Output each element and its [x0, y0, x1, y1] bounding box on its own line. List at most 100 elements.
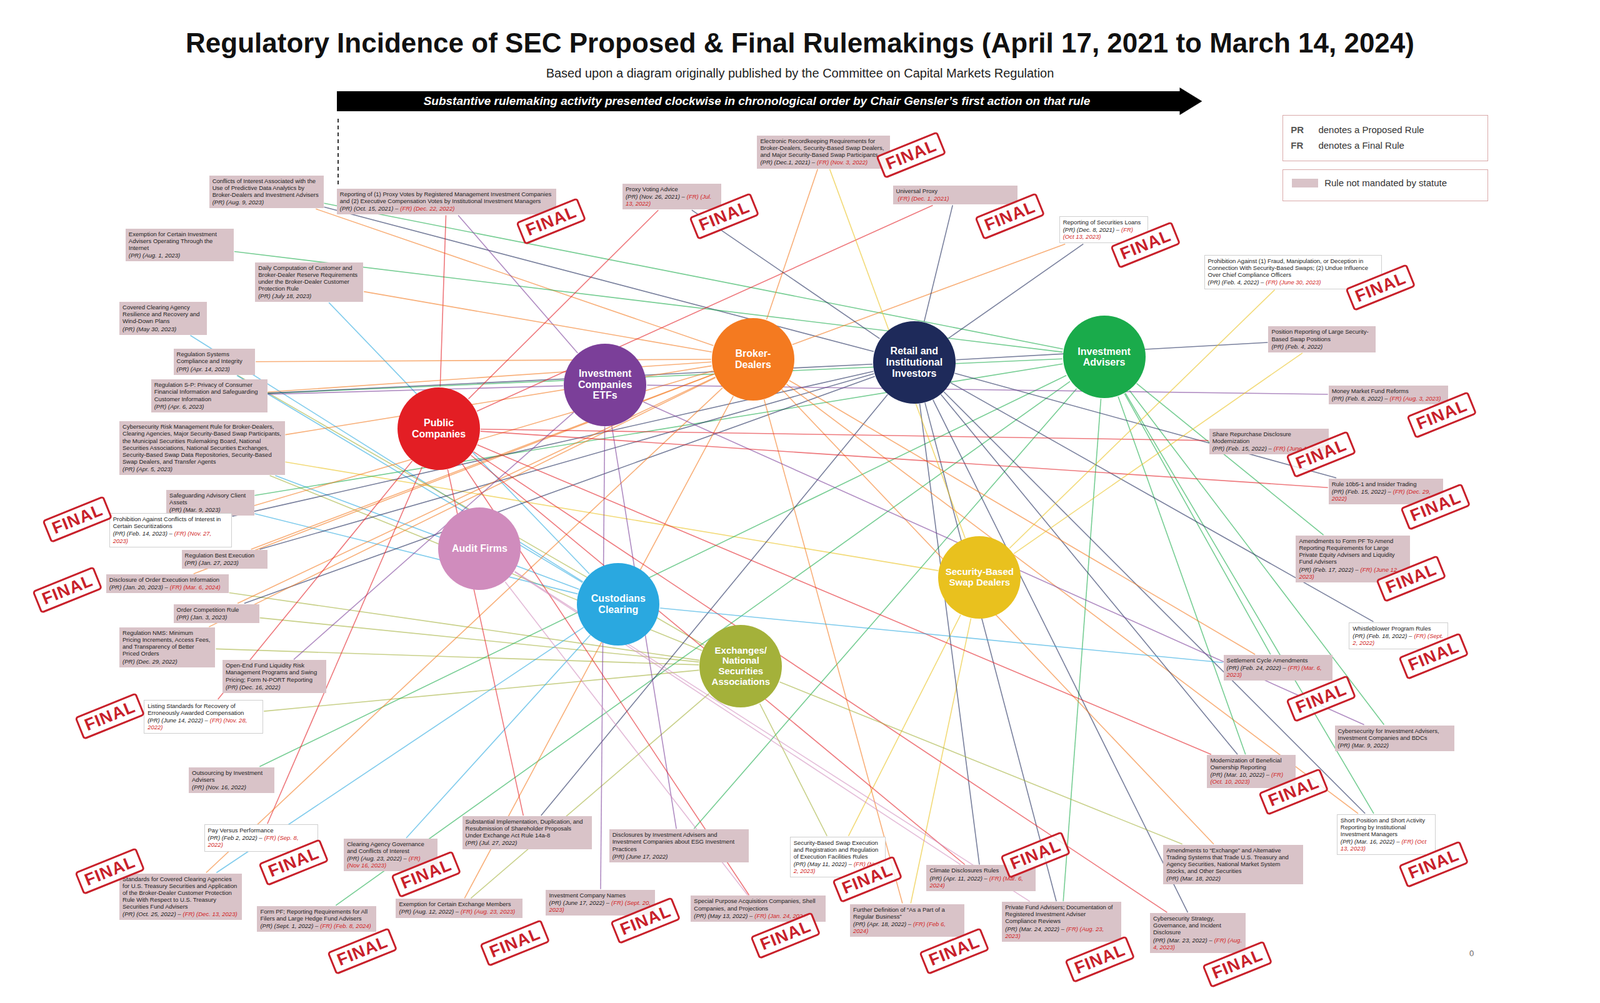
rule-title: Covered Clearing Agency Resilience and R…	[122, 303, 204, 325]
proposed-date: (PR) (Aug. 12, 2022) –	[398, 908, 459, 915]
proposed-date: (PR) (Feb. 18, 2022) –	[1352, 632, 1412, 640]
rule-title: Short Position and Short Activity Report…	[1340, 816, 1432, 838]
rule-box: Safeguarding Advisory Client Assets(PR) …	[166, 490, 254, 516]
rule-box: Regulation Systems Compliance and Integr…	[173, 348, 256, 375]
connector	[789, 380, 1256, 655]
rule-title: Share Repurchase Disclosure Modernizatio…	[1212, 430, 1326, 445]
rule-box: Conflicts of Interest Associated with th…	[209, 175, 324, 209]
rule-dates: (FR) (Dec. 1, 2021)	[896, 195, 1015, 202]
connector	[786, 384, 1359, 814]
connector	[285, 461, 939, 571]
rule-box: Disclosures by Investment Advisers and I…	[609, 829, 750, 862]
stakeholder-circle: Public Companies	[397, 387, 480, 470]
proposed-date: (PR) (May 30, 2023)	[122, 325, 177, 333]
rule-title: Money Market Fund Reforms	[1331, 387, 1445, 395]
connector	[285, 365, 712, 435]
connector	[941, 394, 1239, 755]
timeline-arrow: Substantive rulemaking activity presente…	[336, 87, 1202, 115]
rule-box: Cybersecurity Strategy, Governance, and …	[1150, 913, 1246, 954]
rule-title: Special Purpose Acquisition Companies, S…	[693, 897, 823, 912]
connector	[406, 635, 590, 839]
rule-box: Amendments to “Exchange” and Alternative…	[1163, 845, 1304, 885]
rule-title: Order Competition Rule	[176, 606, 257, 614]
rule-title: Disclosure of Order Execution Informatio…	[109, 576, 226, 584]
proposed-date: (PR) (May 13, 2022) –	[693, 912, 753, 920]
rule-dates: (PR) (Mar. 9, 2023)	[169, 506, 251, 514]
rule-dates: (PR) (Feb. 8, 2022) –(FR) (Aug. 3, 2023)	[1331, 395, 1445, 402]
proposed-date: (PR) (Feb. 4, 2022) –	[1208, 278, 1265, 286]
connector	[315, 208, 714, 346]
rule-title: Reporting of (1) Proxy Votes by Register…	[340, 190, 554, 205]
connector	[458, 215, 578, 354]
rule-box: Private Fund Advisers; Documentation of …	[1001, 901, 1122, 942]
rule-dates: (PR) (Mar. 23, 2022) –(FR) (Aug. 4, 2023…	[1153, 936, 1243, 951]
rule-box: Settlement Cycle Amendments(PR) (Feb. 24…	[1223, 655, 1334, 681]
rule-title: Electronic Recordkeeping Requirements fo…	[760, 137, 887, 159]
stakeholder-circle: Broker-Dealers	[711, 318, 795, 401]
rule-title: Universal Proxy	[896, 187, 1015, 195]
connector	[267, 466, 423, 824]
proposed-date: (PR) (Mar. 24, 2022) –	[1005, 925, 1065, 933]
rule-dates: (PR) (Dec. 29, 2022)	[122, 658, 212, 665]
rule-box: Cybersecurity Risk Management Rule for B…	[119, 421, 285, 475]
final-date: (FR) (Aug. 23, 2023)	[460, 908, 515, 915]
rule-title: Cybersecurity Risk Management Rule for B…	[122, 423, 282, 465]
legend-swatch	[1291, 178, 1319, 189]
circle-label: Investment Companies ETFs	[570, 368, 640, 402]
rule-box: Electronic Recordkeeping Requirements fo…	[756, 135, 890, 169]
proposed-date: (PR) (Oct. 25, 2022) –	[122, 910, 181, 918]
final-date: (FR) (Mar. 6, 2024)	[170, 583, 221, 591]
connector	[324, 206, 875, 352]
rule-box: Reporting of (1) Proxy Votes by Register…	[336, 188, 557, 215]
rule-dates: (PR) (Jul. 27, 2022)	[465, 839, 589, 847]
rule-title: Standards for Covered Clearing Agencies …	[122, 875, 239, 911]
final-stamp: FINAL	[31, 566, 103, 614]
proposed-date: (PR) (Sept. 1, 2022) –	[260, 922, 319, 930]
legend-key: FR	[1290, 140, 1304, 151]
connector	[848, 615, 962, 837]
connector	[263, 670, 699, 712]
rule-title: Regulation Best Execution	[185, 551, 265, 559]
final-date: (FR) (June 30, 2023)	[1265, 278, 1321, 286]
rule-title: Regulation S-P: Privacy of Consumer Fina…	[154, 381, 265, 402]
rule-title: Cybersecurity Strategy, Governance, and …	[1153, 915, 1243, 936]
rule-title: Position Reporting of Large Security-Bas…	[1271, 328, 1372, 342]
proposed-date: (PR) (Feb. 8, 2022) –	[1331, 395, 1389, 402]
proposed-date: (PR) (Nov. 16, 2022)	[191, 783, 247, 791]
page-number: 0	[1469, 948, 1474, 959]
rule-dates: (PR) (Jan. 27, 2023)	[185, 559, 265, 567]
connector	[268, 385, 564, 395]
proposed-date: (PR) (Jan. 27, 2023)	[185, 559, 239, 567]
rule-title: Disclosures by Investment Advisers and I…	[612, 831, 747, 852]
proposed-date: (PR) (Feb 2, 2022) –	[208, 834, 263, 842]
rule-title: Proxy Voting Advice	[625, 185, 719, 193]
connector	[925, 402, 1057, 902]
rule-box: Open-End Fund Liquidity Risk Management …	[222, 660, 327, 693]
rule-dates: (PR) (Mar. 18, 2022)	[1166, 875, 1300, 882]
proposed-date: (PR) (Nov. 26, 2021) –	[625, 193, 685, 200]
stakeholder-circle: Investment Advisers	[1063, 315, 1146, 399]
rule-title: Rule 10b5-1 and Insider Trading	[1331, 480, 1440, 488]
connector	[480, 431, 1329, 488]
proposed-date: (PR) (June 14, 2022) –	[147, 716, 209, 724]
rule-dates: (PR) (Aug. 1, 2023)	[128, 251, 231, 259]
final-stamp: FINAL	[1000, 831, 1071, 879]
proposed-date: (PR) (June 17, 2022) –	[548, 899, 610, 907]
rule-box: Regulation Best Execution(PR) (Jan. 27, …	[181, 550, 268, 569]
proposed-date: (PR) (Aug. 9, 2023)	[212, 198, 264, 206]
rule-dates: (PR) (Dec. 16, 2022)	[225, 683, 324, 691]
rule-title: Reporting of Securities Loans	[1063, 218, 1145, 226]
rule-dates: (PR) (July 18, 2023)	[258, 292, 360, 300]
rule-dates: (PR) (Apr. 14, 2023)	[176, 365, 253, 373]
rule-title: Amendments to “Exchange” and Alternative…	[1166, 846, 1300, 875]
connector	[910, 618, 971, 904]
rule-dates: (PR) (Nov. 26, 2021) –(FR) (Jul. 13, 202…	[625, 193, 719, 207]
rule-box: Regulation S-P: Privacy of Consumer Fina…	[151, 379, 268, 412]
rule-box: Exemption for Certain Investment Adviser…	[125, 228, 234, 262]
rule-title: Whistleblower Program Rules	[1352, 625, 1444, 632]
rule-box: Prohibition Against Conflicts of Interes…	[109, 513, 232, 547]
connector	[541, 394, 889, 816]
rule-dates: (PR) (Nov. 16, 2022)	[191, 783, 272, 791]
connector	[480, 429, 1209, 441]
rule-title: Daily Computation of Customer and Broker…	[258, 264, 360, 292]
